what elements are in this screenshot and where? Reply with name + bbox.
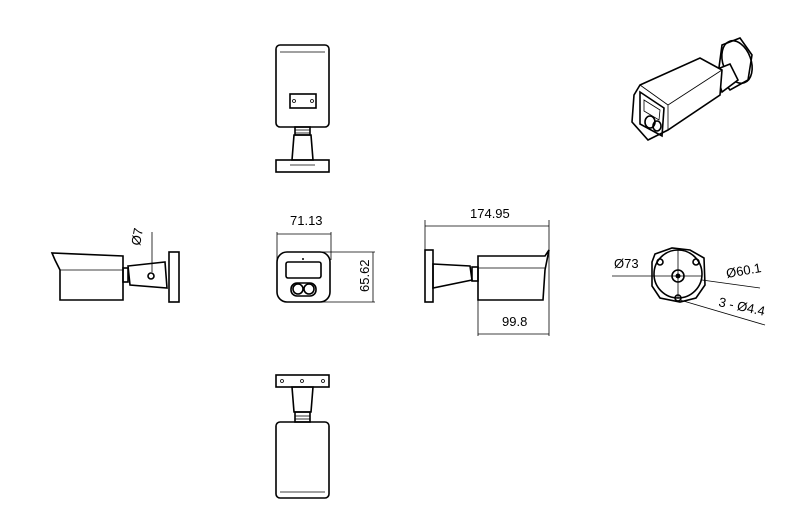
cable-hole-label: Ø7 — [128, 227, 146, 247]
isometric-view — [631, 37, 753, 141]
height-label: 65.62 — [357, 259, 372, 292]
mount-holes-label: 3 - Ø4.4 — [717, 294, 766, 318]
hole-circle-label: Ø60.1 — [725, 260, 762, 281]
housing-length-label: 99.8 — [502, 314, 527, 329]
base-diameter-label: Ø73 — [614, 256, 639, 271]
right-side-view: 174.95 99.8 — [424, 206, 550, 336]
bottom-view — [275, 374, 330, 499]
left-side-view: Ø7 — [50, 227, 180, 303]
total-length-label: 174.95 — [470, 206, 510, 221]
front-view: 71.13 65.62 — [276, 213, 375, 303]
width-label: 71.13 — [290, 213, 323, 228]
top-view — [275, 44, 330, 173]
mount-base-view: Ø73 Ø60.1 3 - Ø4.4 — [612, 247, 766, 326]
